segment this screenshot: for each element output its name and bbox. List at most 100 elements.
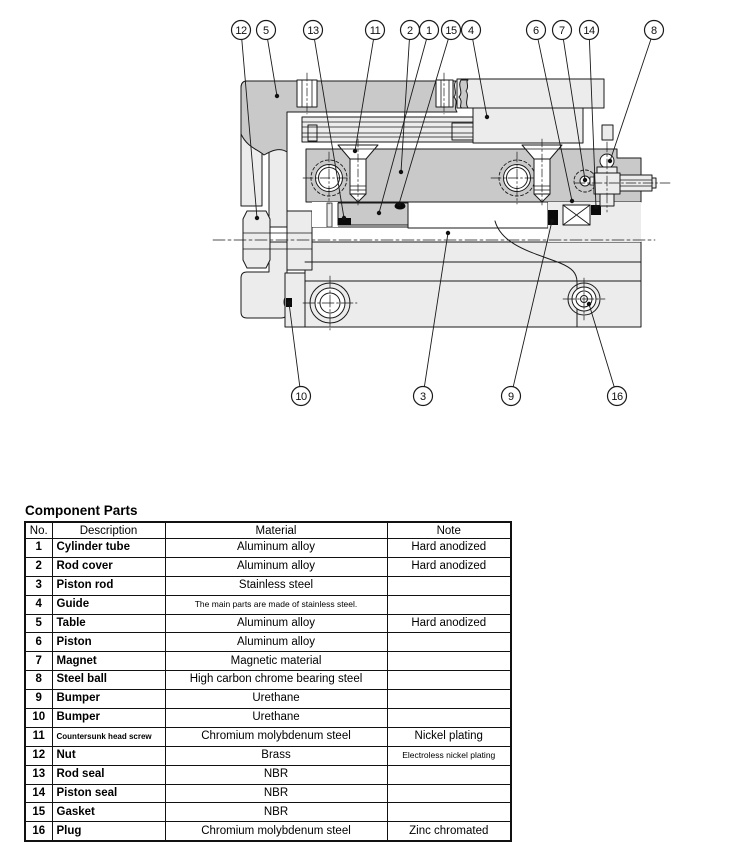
col-mat-cell: High carbon chrome bearing steel xyxy=(164,670,388,691)
bumper-rear xyxy=(548,210,558,225)
callout-balloon-15 xyxy=(440,19,462,41)
col-desc-cell: Guide xyxy=(51,594,166,615)
col-desc-cell: Rod seal xyxy=(51,764,166,785)
col-desc-cell: Table xyxy=(51,613,166,634)
col-note-cell xyxy=(386,764,512,785)
col-note-cell xyxy=(386,594,512,615)
leader-line-4 xyxy=(472,38,488,118)
leader-dot-9 xyxy=(549,218,555,224)
col-no-cell: 3 xyxy=(24,575,53,596)
col-desc-cell: Bumper xyxy=(51,689,166,710)
col-note-cell xyxy=(386,632,512,653)
leader-dot-1 xyxy=(376,210,382,216)
callout-number-4: 4 xyxy=(468,25,474,37)
col-desc-cell: Plug xyxy=(51,821,166,842)
tube-upper-wall xyxy=(337,202,409,226)
leader-dot-2 xyxy=(398,169,404,175)
leader-line-6 xyxy=(537,38,573,202)
col-mat-cell: Magnetic material xyxy=(164,651,388,672)
callout-balloon-1 xyxy=(418,19,440,41)
col-note-cell: Hard anodized xyxy=(386,538,512,558)
col-note-cell xyxy=(386,783,512,804)
leader-dot-13 xyxy=(341,215,347,221)
col-no-cell: 14 xyxy=(24,783,53,804)
col-note-cell: Hard anodized xyxy=(386,556,512,577)
rail-lines xyxy=(301,121,474,138)
col-mat-cell: Brass xyxy=(164,745,388,766)
col-note-cell: Zinc chromated xyxy=(386,821,512,842)
col-no-cell: 13 xyxy=(24,764,53,785)
gray-sections xyxy=(240,79,642,203)
column-header-no: No. xyxy=(24,521,53,539)
col-note-cell xyxy=(386,802,512,823)
col-no-cell: 5 xyxy=(24,613,53,634)
adjuster xyxy=(574,141,673,213)
mounting-hole xyxy=(302,275,358,331)
callout-number-7: 7 xyxy=(559,25,565,37)
col-mat-cell: Chromium molybdenum steel xyxy=(164,821,388,842)
col-note-cell: Electroless nickel plating xyxy=(386,745,512,766)
leader-line-3 xyxy=(423,232,449,388)
leader-line-16 xyxy=(588,303,615,388)
callout-balloon-6 xyxy=(525,19,547,41)
callout-balloon-16 xyxy=(606,385,628,407)
leader-dot-6 xyxy=(569,198,575,204)
col-no-cell: 7 xyxy=(24,651,53,672)
col-desc-cell: Magnet xyxy=(51,651,166,672)
col-mat-cell: Aluminum alloy xyxy=(164,556,388,577)
rod-cover-bores xyxy=(302,151,544,205)
col-mat-cell: Urethane xyxy=(164,689,388,710)
col-no-cell: 8 xyxy=(24,670,53,691)
component-parts-title: Component Parts xyxy=(25,503,138,518)
callout-number-12: 12 xyxy=(235,25,247,37)
callout-balloon-14 xyxy=(578,19,600,41)
col-mat-cell: Chromium molybdenum steel xyxy=(164,726,388,747)
col-no-cell: 4 xyxy=(24,594,53,615)
leader-line-11 xyxy=(354,38,374,152)
col-note-cell xyxy=(386,689,512,710)
rod-seal xyxy=(338,218,351,225)
col-mat-cell: Aluminum alloy xyxy=(164,613,388,634)
guide-block xyxy=(472,107,584,144)
callout-number-2: 2 xyxy=(407,25,413,37)
col-note-cell xyxy=(386,651,512,672)
callout-balloon-8 xyxy=(643,19,665,41)
countersunk-screw-right xyxy=(521,138,563,206)
leader-line-5 xyxy=(267,38,278,97)
leader-line-14 xyxy=(588,39,597,208)
callout-number-10: 10 xyxy=(295,391,307,403)
col-mat-cell: NBR xyxy=(164,802,388,823)
callout-number-3: 3 xyxy=(420,391,426,403)
col-desc-cell: Steel ball xyxy=(51,670,166,691)
piston-assembly xyxy=(548,204,601,226)
col-mat-cell: NBR xyxy=(164,764,388,785)
leader-dot-15 xyxy=(396,201,402,207)
magnet-section xyxy=(591,205,601,215)
col-no-cell: 1 xyxy=(24,538,53,558)
col-note-cell: Hard anodized xyxy=(386,613,512,634)
cylinder-tube-body xyxy=(304,241,642,328)
leader-dot-3 xyxy=(445,230,451,236)
leader-line-9 xyxy=(512,220,553,388)
leader-dot-11 xyxy=(352,148,358,154)
callout-balloon-12 xyxy=(230,19,252,41)
countersunk-screw-left xyxy=(337,138,379,206)
leader-dot-5 xyxy=(274,93,280,99)
col-no-cell: 10 xyxy=(24,708,53,728)
col-desc-cell: Countersunk head screw xyxy=(51,726,166,747)
callout-balloon-10 xyxy=(290,385,312,407)
guide-top-plate xyxy=(456,78,605,109)
leader-line-1 xyxy=(378,38,427,214)
